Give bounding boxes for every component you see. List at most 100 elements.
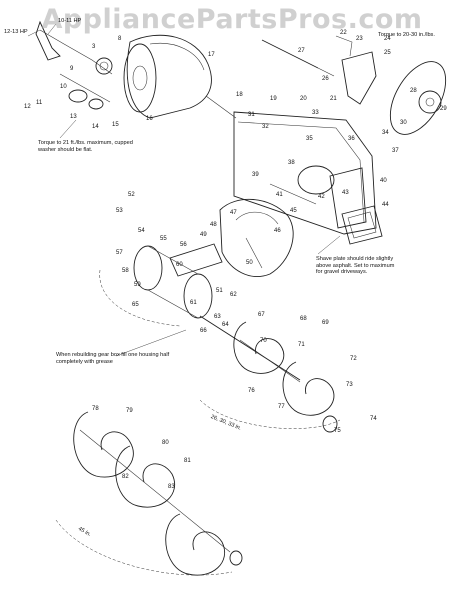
auger-housing [205, 95, 377, 235]
callout-gear-box: When rebuilding gear box fill one housin… [56, 352, 170, 365]
ref-number-18: 18 [236, 92, 243, 98]
ref-number-64: 64 [222, 322, 229, 328]
width-bracket-small [199, 399, 341, 429]
engine-drum [123, 34, 212, 119]
ref-number-21: 21 [330, 96, 337, 102]
auger-set-large [73, 411, 243, 576]
ref-number-72: 72 [350, 356, 357, 362]
ref-number-51: 51 [216, 288, 223, 294]
ref-number-14: 14 [92, 124, 99, 130]
ref-number-77: 77 [278, 404, 285, 410]
ref-number-25: 25 [384, 50, 391, 56]
ref-number-68: 68 [300, 316, 307, 322]
ref-number-11: 11 [36, 100, 43, 106]
ref-number-50: 50 [246, 260, 253, 266]
ref-number-80: 80 [162, 440, 169, 446]
ref-number-37: 37 [392, 148, 399, 154]
ref-number-63: 63 [214, 314, 221, 320]
ref-number-44: 44 [382, 202, 389, 208]
ref-number-16: 16 [146, 116, 153, 122]
gear-box [99, 243, 223, 327]
ref-number-23: 23 [356, 36, 363, 42]
ref-number-42: 42 [318, 194, 325, 200]
ref-number-38: 38 [288, 160, 295, 166]
ref-number-73: 73 [346, 382, 353, 388]
ref-number-35: 35 [306, 136, 313, 142]
ref-number-36: 36 [348, 136, 355, 142]
ref-number-43: 43 [342, 190, 349, 196]
ref-number-33: 33 [312, 110, 319, 116]
ref-number-3: 3 [92, 44, 96, 50]
watermark-text: AppliancePartsPros.com [41, 4, 423, 35]
ref-number-81: 81 [184, 458, 191, 464]
ref-number-12: 12 [24, 104, 31, 110]
ref-number-47: 47 [230, 210, 237, 216]
ref-number-59: 59 [134, 282, 141, 288]
ref-number-29: 29 [440, 106, 447, 112]
ref-number-78: 78 [92, 406, 99, 412]
callout-lead-gearbox [115, 329, 187, 357]
callout-shave-plate: Shave plate should ride slightly above a… [316, 256, 395, 276]
ref-number-55: 55 [160, 236, 167, 242]
ref-number-24: 24 [384, 36, 391, 42]
ref-number-75: 75 [334, 428, 341, 434]
ref-number-57: 57 [116, 250, 123, 256]
ref-number-30: 30 [400, 120, 407, 126]
ref-number-62: 62 [230, 292, 237, 298]
ref-number-45: 45 [290, 208, 297, 214]
belt-pulley [389, 61, 447, 135]
engine-pulley-assembly [35, 20, 113, 110]
callout-lead-hp [27, 23, 57, 37]
ref-number-52: 52 [128, 192, 135, 198]
ref-number-27: 27 [298, 48, 305, 54]
callout-torque-washer: Torque to 21 ft./lbs. maximum, cupped wa… [38, 140, 133, 153]
ref-number-71: 71 [298, 342, 305, 348]
ref-number-49: 49 [200, 232, 207, 238]
ref-number-8: 8 [118, 36, 122, 42]
callout-torque-20-30: Torque to 20-30 in./lbs. [378, 32, 435, 38]
ref-number-67: 67 [258, 312, 265, 318]
ref-number-26: 26 [322, 76, 329, 82]
ref-number-54: 54 [138, 228, 145, 234]
callout-lead-shave [317, 235, 341, 255]
callout-lead-torque [59, 119, 77, 139]
ref-number-28: 28 [410, 88, 417, 94]
ref-number-19: 19 [270, 96, 277, 102]
ref-number-74: 74 [370, 416, 377, 422]
ref-number-65: 65 [132, 302, 139, 308]
auger-set-small [233, 321, 338, 433]
ref-number-13: 13 [70, 114, 77, 120]
ref-number-53: 53 [116, 208, 123, 214]
ref-number-32: 32 [262, 124, 269, 130]
ref-number-22: 22 [340, 30, 347, 36]
ref-number-66: 66 [200, 328, 207, 334]
ref-number-48: 48 [210, 222, 217, 228]
ref-number-83: 83 [168, 484, 175, 490]
ref-number-61: 61 [190, 300, 197, 306]
ref-number-39: 39 [252, 172, 259, 178]
impeller [219, 198, 294, 277]
ref-number-34: 34 [382, 130, 389, 136]
ref-number-20: 20 [300, 96, 307, 102]
ref-number-10: 10 [60, 84, 67, 90]
ref-number-60: 60 [176, 262, 183, 268]
ref-number-58: 58 [122, 268, 129, 274]
discharge-chute [261, 35, 377, 105]
ref-number-79: 79 [126, 408, 133, 414]
ref-number-40: 40 [380, 178, 387, 184]
ref-number-46: 46 [274, 228, 281, 234]
shave-plate [341, 205, 383, 245]
callout-hp-high: 12-13 HP [4, 29, 28, 35]
callout-hp-low: 10-11 HP [58, 18, 82, 24]
width-bracket-large [55, 519, 233, 576]
ref-number-41: 41 [276, 192, 283, 198]
ref-number-69: 69 [322, 320, 329, 326]
ref-number-82: 82 [122, 474, 129, 480]
ref-number-9: 9 [70, 66, 74, 72]
ref-number-15: 15 [112, 122, 119, 128]
ref-number-70: 70 [260, 338, 267, 344]
ref-number-17: 17 [208, 52, 215, 58]
